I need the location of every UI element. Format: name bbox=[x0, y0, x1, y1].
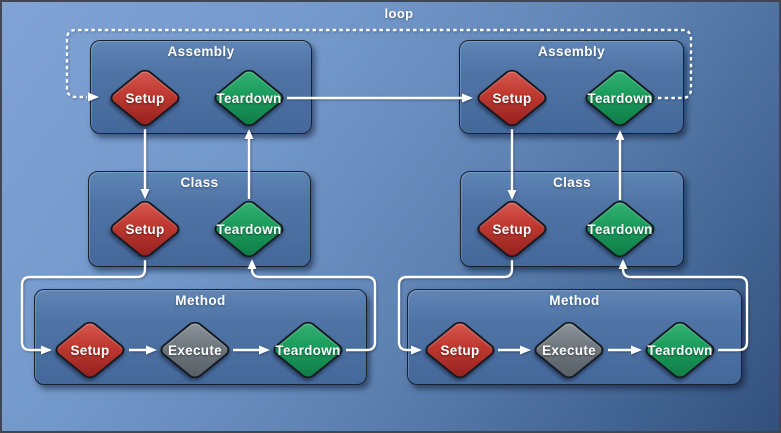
node-label: Teardown bbox=[216, 90, 282, 106]
node-label: Teardown bbox=[587, 221, 653, 237]
node-label: Setup bbox=[492, 221, 532, 237]
container-title: Class bbox=[552, 175, 592, 190]
container-title: Method bbox=[549, 293, 600, 308]
loop-label: loop bbox=[384, 6, 414, 21]
node-label: Teardown bbox=[587, 90, 653, 106]
node-label: Setup bbox=[70, 342, 110, 358]
node-label: Execute bbox=[168, 342, 222, 358]
container-title: Assembly bbox=[538, 44, 605, 59]
method-setup-node-left: Setup bbox=[51, 318, 129, 382]
assembly-setup-node-right: Setup bbox=[473, 66, 551, 130]
method-execute-node-right: Execute bbox=[530, 318, 608, 382]
assembly-teardown-node-right: Teardown bbox=[581, 66, 659, 130]
node-label: Setup bbox=[125, 221, 165, 237]
method-teardown-node-left: Teardown bbox=[269, 318, 347, 382]
node-label: Teardown bbox=[275, 342, 341, 358]
container-title: Class bbox=[180, 175, 219, 190]
node-label: Setup bbox=[492, 90, 532, 106]
container-title: Method bbox=[175, 293, 226, 308]
node-label: Setup bbox=[440, 342, 480, 358]
node-label: Execute bbox=[542, 342, 596, 358]
assembly-teardown-node-left: Teardown bbox=[210, 66, 288, 130]
method-execute-node-left: Execute bbox=[156, 318, 234, 382]
class-teardown-node-left: Teardown bbox=[210, 197, 288, 261]
node-label: Setup bbox=[125, 90, 165, 106]
class-setup-node-right: Setup bbox=[473, 197, 551, 261]
class-teardown-node-right: Teardown bbox=[581, 197, 659, 261]
container-title: Assembly bbox=[167, 44, 235, 59]
method-setup-node-right: Setup bbox=[421, 318, 499, 382]
assembly-setup-node-left: Setup bbox=[106, 66, 184, 130]
node-label: Teardown bbox=[216, 221, 282, 237]
method-teardown-node-right: Teardown bbox=[641, 318, 719, 382]
class-setup-node-left: Setup bbox=[106, 197, 184, 261]
node-label: Teardown bbox=[647, 342, 713, 358]
